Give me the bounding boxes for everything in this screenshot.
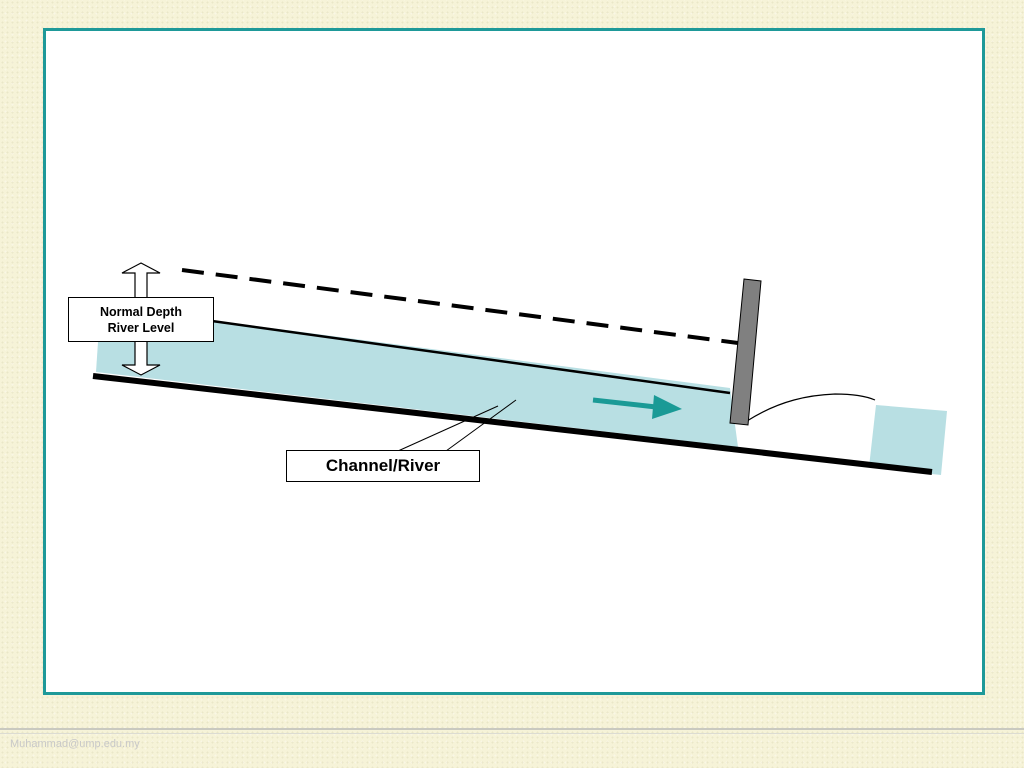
downstream-surface-curve: [746, 393, 876, 422]
normal-water-surface-line: [211, 319, 731, 395]
downstream-water: [869, 405, 947, 475]
footer-divider: [0, 728, 1024, 734]
channel-bed: [92, 373, 933, 475]
normal-depth-label: Normal Depth River Level: [68, 297, 214, 342]
raised-water-level-line: [181, 268, 739, 345]
callout-line-right: [445, 399, 517, 452]
normal-depth-label-line2: River Level: [107, 321, 175, 335]
flow-direction-arrow-icon: [592, 395, 682, 419]
upstream-water: [96, 320, 738, 447]
callout-line-left: [397, 405, 499, 452]
channel-river-label: Channel/River: [286, 450, 480, 482]
footer-email: Muhammad@ump.edu.my: [10, 738, 140, 750]
normal-depth-label-line1: Normal Depth: [100, 305, 182, 319]
gate: [729, 278, 762, 426]
